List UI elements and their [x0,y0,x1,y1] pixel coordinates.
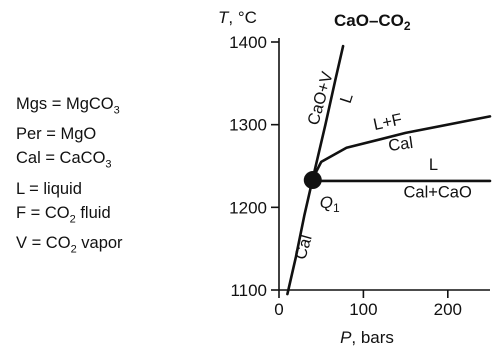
legend-item-text: V = CO [16,233,71,252]
field-label-cal-mid: Cal [387,134,414,155]
axes: 1100 1200 1300 1400 0 100 200 [229,33,490,319]
field-label-cal-cao: Cal+CaO [404,183,472,201]
y-axis-var: T [218,8,230,27]
legend-item-subscript: 2 [70,243,77,256]
legend-item: V = CO2 vapor [16,231,123,261]
legend-item: Per = MgO [16,122,123,146]
y-tick-label: 1200 [229,198,267,217]
legend-item: Mgs = MgCO3 [16,92,123,122]
y-tick-label: 1100 [230,281,267,300]
invariant-point-label-main: Q [320,193,333,212]
x-axis-var: P [340,328,352,347]
x-tick-label: 0 [274,300,283,319]
phase-boundary-cao-v-boundary [311,44,345,180]
x-axis-label: P, bars [340,328,394,347]
legend-item-text-suffix: fluid [75,203,111,222]
legend-item: F = CO2 fluid [16,201,123,231]
field-label-l-plus-f: L+F [372,110,404,134]
legend-item-text: Mgs = MgCO [16,95,114,113]
phase-boundaries [286,44,492,296]
y-tick-label: 1300 [229,116,267,135]
field-label-cal-lower: Cal [292,233,316,262]
diagram-title-sub: 2 [404,19,411,33]
y-tick-label: 1400 [229,33,267,52]
legend-item-subscript: 3 [105,158,112,171]
y-axis-label: T, °C [218,8,257,27]
invariant-point [303,171,322,190]
x-tick-label: 100 [349,300,377,319]
field-label-l-upper: L [337,91,357,105]
legend-item-subscript: 3 [113,104,120,117]
legend-item-subscript: 2 [69,212,76,225]
y-axis-unit: , °C [228,8,257,27]
phase-boundary-cal-lower [286,177,315,296]
legend-item: Cal = CaCO3 [16,146,123,176]
invariant-point-label: Q1 [320,193,340,215]
phase-boundary-lf-cal-boundary [311,115,492,180]
x-axis-unit: , bars [351,328,394,347]
legend-item-text: L = liquid [16,179,82,198]
legend-item: L = liquid [16,177,123,201]
invariant-point-group: Q1 [303,171,340,215]
x-tick-label: 200 [434,300,462,319]
field-label-l-right: L [429,156,438,174]
legend-item-text: Per = MgO [16,125,97,144]
diagram-title: CaO–CO2 [334,11,411,33]
invariant-point-label-sub: 1 [333,201,340,215]
legend-item-text-suffix: vapor [76,233,123,252]
diagram-title-main: CaO–CO [334,11,404,30]
legend-item-text: F = CO [16,203,70,222]
legend-item-text: Cal = CaCO [16,149,106,168]
